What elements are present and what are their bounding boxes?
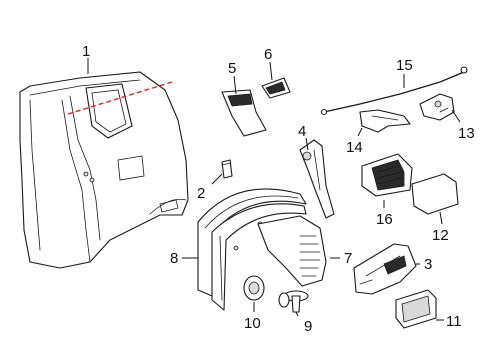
callout-4: 4 [298,123,306,140]
callout-9: 9 [304,318,312,335]
vent-frame [395,289,437,329]
fuel-housing [361,153,413,197]
quarter-panel [19,71,189,269]
callout-8: 8 [170,250,178,267]
callout-10: 10 [244,315,261,332]
callout-3: 3 [424,256,432,273]
callout-1: 1 [82,43,90,60]
clip-part [221,159,233,179]
rear-trim-panel [353,243,417,295]
callout-16: 16 [376,211,393,228]
lock-actuator [419,93,455,121]
fuel-door [411,173,459,215]
callout-11: 11 [446,313,462,330]
trim-patch-6 [261,77,291,99]
callout-14: 14 [346,139,363,156]
push-pin [278,290,309,313]
callout-13: 13 [458,125,475,142]
callout-12: 12 [432,227,449,244]
callout-5: 5 [228,60,236,77]
callout-labels: 1 2 3 4 5 6 7 8 9 10 11 12 13 14 15 16 [82,43,475,335]
cut-line [67,81,173,115]
trim-patch-5 [221,89,267,137]
fuel-bracket [359,109,411,133]
inner-liner [257,215,327,287]
callout-6: 6 [264,46,272,63]
callout-15: 15 [396,57,413,74]
callout-7: 7 [344,250,352,267]
release-rod [320,66,468,116]
bracket-part [299,139,335,219]
callout-2: 2 [197,185,205,202]
leader-lines [87,58,461,321]
grommet-part [243,275,265,301]
